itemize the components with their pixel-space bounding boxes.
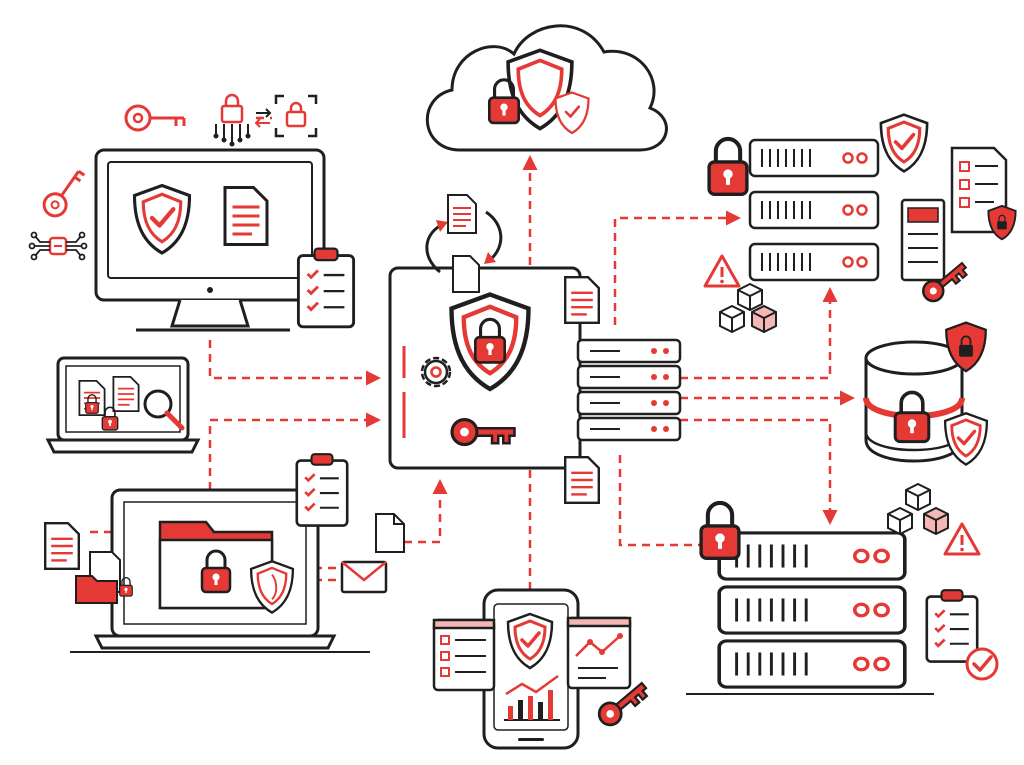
warning-icon [943, 522, 981, 556]
shield-check-icon [506, 612, 554, 670]
connections [90, 116, 855, 590]
server-icon [686, 531, 934, 695]
laptop-small-node [45, 356, 201, 454]
locked-files-icon [75, 551, 133, 604]
scan-lock-icon [274, 94, 318, 138]
link-hub-to-server-top [613, 210, 741, 325]
clipboard-checklist-icon [295, 452, 349, 527]
bar-chart-icon [504, 674, 560, 721]
document-icon [452, 255, 480, 293]
server-top-node [703, 113, 1017, 333]
control-panel-icon [900, 198, 946, 282]
link-hub-to-server-bottom [680, 418, 838, 525]
link-desktop-to-hub [208, 340, 381, 386]
padlock-icon [701, 503, 739, 558]
link-hub-to-server-bottom-2 [618, 455, 712, 547]
shield-check-icon [943, 412, 989, 466]
shield-check-icon [554, 91, 590, 135]
document-icon [447, 194, 477, 234]
gear-icon [420, 356, 452, 388]
circuit-lock-icon [213, 93, 251, 147]
blocks-icon [887, 483, 949, 535]
email-icon [340, 560, 388, 594]
check-circle-icon [965, 647, 999, 681]
locked-document-icon [78, 379, 106, 417]
mobile-node [432, 588, 653, 750]
server-bottom-node [686, 483, 999, 695]
sync-arrows-icon [425, 210, 503, 274]
locked-document-icon [112, 375, 140, 413]
link-laptop-to-hub [208, 412, 381, 490]
link-hub-to-server-top-2 [680, 287, 838, 380]
shield-lock-icon [945, 321, 987, 373]
padlock-icon [709, 139, 747, 194]
link-email-to-hub [390, 479, 448, 544]
document-icon [44, 522, 81, 570]
key-icon [124, 104, 186, 132]
cloud-node [426, 24, 668, 152]
exchange-arrows-icon [254, 108, 272, 128]
database-node [863, 321, 989, 466]
server-rack-icon [576, 338, 682, 442]
blocks-icon [719, 283, 777, 333]
key-icon [42, 170, 86, 218]
shield-check-icon [879, 113, 929, 173]
magnifier-icon [143, 389, 185, 431]
shield-lock-icon [987, 204, 1017, 241]
checklist-panel-icon [432, 618, 496, 692]
document-icon [564, 276, 600, 324]
shield-icon [249, 560, 295, 614]
monitor-icon [94, 148, 326, 332]
clipboard-checklist-icon [296, 247, 356, 329]
access-keys-group [28, 93, 318, 261]
server-icon [748, 138, 880, 282]
document-icon [223, 186, 269, 246]
central-hub-node [388, 194, 682, 504]
line-chart-panel-icon [566, 616, 632, 690]
laptop-large-node [44, 452, 405, 653]
document-icon [375, 513, 405, 553]
warning-icon [703, 254, 741, 288]
document-icon [564, 456, 600, 504]
desktop-node [94, 148, 356, 332]
chip-network-icon [28, 231, 88, 261]
clipboard-checklist-icon [925, 588, 979, 663]
